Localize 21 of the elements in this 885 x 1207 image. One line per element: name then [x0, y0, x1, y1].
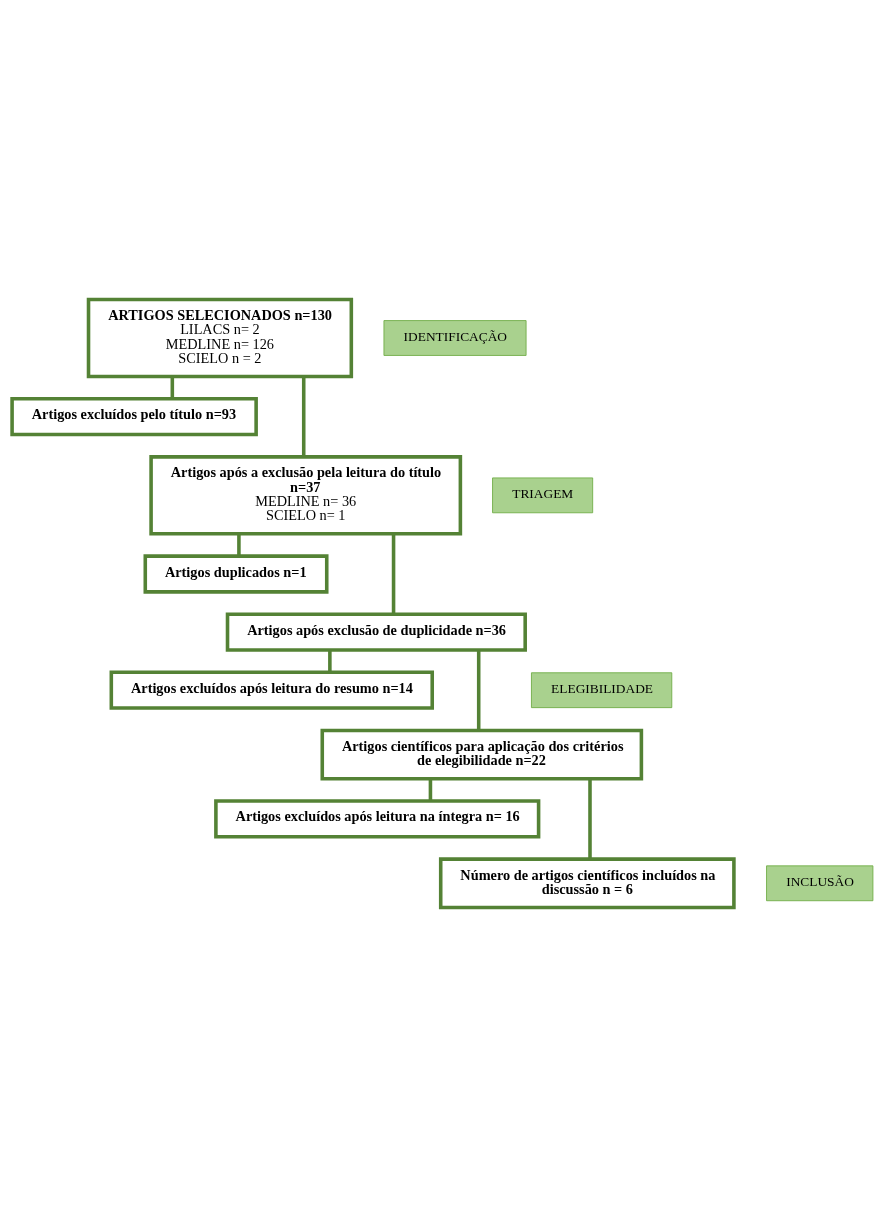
node-box: Artigos científicos para aplicação dos critérios de elegibilidade n=22 [320, 728, 644, 781]
node-box: Artigos excluídos pelo título n=93 [10, 397, 258, 437]
node-box: Número de artigos científicos incluídos na discussão n = 6 [438, 857, 736, 910]
node-box: Artigos após a exclusão pela leitura do título n=37 MEDLINE n= 36 SCIELO n= 1 [149, 455, 463, 536]
node-box: ELEGIBILIDADE [531, 672, 673, 709]
connector [476, 650, 481, 731]
connector [237, 534, 241, 556]
connector [588, 778, 592, 859]
node-box: TRIAGEM [492, 477, 594, 514]
node-box: Artigos excluídos após leitura do resumo n=14 [109, 670, 434, 710]
connector [328, 650, 332, 672]
node-box: Artigos excluídos após leitura na íntegra n= 16 [214, 799, 541, 839]
connector [301, 376, 306, 457]
node-box: ARTIGOS SELECIONADOS n=130 LILACS n= 2 MEDLINE n= 126 SCIELO n = 2 [86, 297, 354, 379]
node-box: Artigos após exclusão de duplicidade n=36 [225, 612, 527, 652]
connector [428, 778, 433, 801]
node-box: Artigos duplicados n=1 [143, 554, 329, 594]
node-box: IDENTIFICAÇÃO [383, 320, 527, 356]
connector [170, 376, 175, 399]
node-box: INCLUSÃO [766, 865, 874, 902]
connector [391, 533, 396, 614]
